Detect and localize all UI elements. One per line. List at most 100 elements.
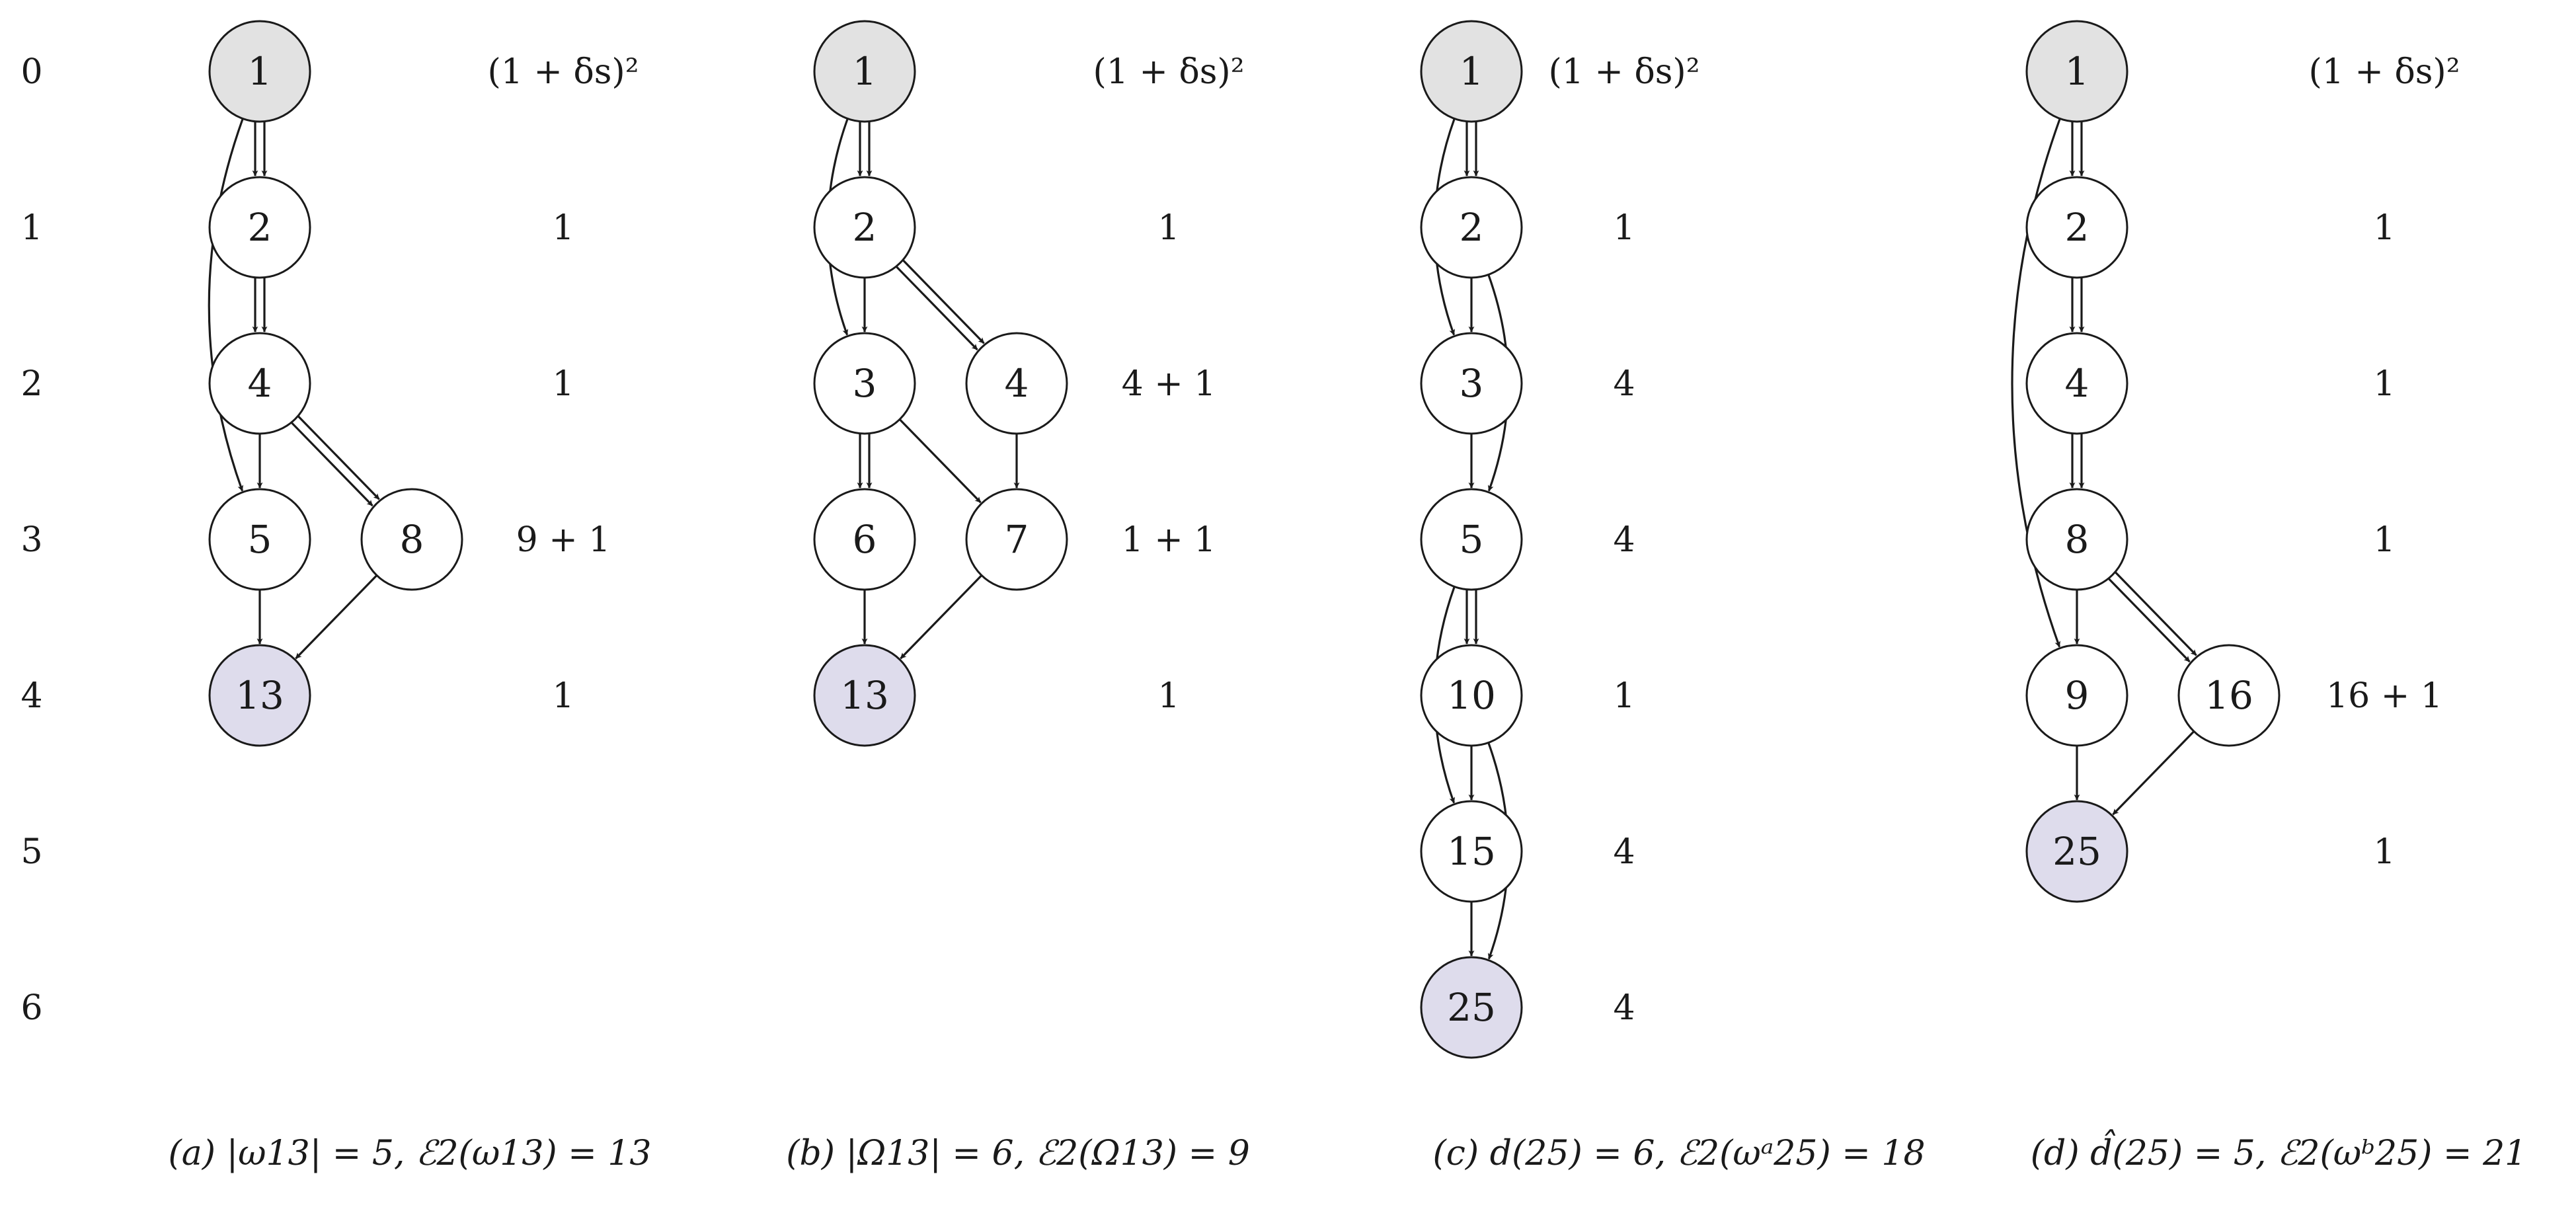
node-label: 13	[840, 673, 889, 718]
node-label: 5	[248, 517, 272, 562]
edge-4-8-1	[297, 415, 380, 500]
node-3: 3	[813, 332, 916, 435]
node-8: 8	[360, 488, 463, 591]
node-label: 2	[853, 205, 877, 250]
node-5: 5	[1420, 488, 1523, 591]
node-circle	[208, 332, 311, 435]
cost-label: 1	[1157, 208, 1179, 248]
row-label: 1	[20, 208, 42, 248]
edge-3-7	[898, 418, 982, 504]
node-1: 1	[208, 20, 311, 123]
node-circle	[965, 488, 1068, 591]
cost-label: (1 + δs)²	[1548, 52, 1699, 92]
node-label: 25	[1447, 985, 1496, 1030]
node-label: 25	[2052, 829, 2101, 874]
cost-label: (1 + δs)²	[2308, 52, 2460, 92]
nodes: 1 2 3 4 6 7 13	[813, 20, 1068, 747]
node-label: 15	[1447, 829, 1496, 874]
node-circle	[1420, 176, 1523, 279]
node-8: 8	[2025, 488, 2128, 591]
edge-1-9	[2011, 118, 2061, 648]
node-4: 4	[2025, 332, 2128, 435]
node-1: 1	[813, 20, 916, 123]
edge-8-16-2	[2107, 578, 2191, 663]
cost-label: 9 + 1	[516, 520, 611, 560]
node-circle	[208, 644, 311, 747]
row-label: 2	[20, 364, 42, 404]
node-circle	[2025, 488, 2128, 591]
node-circle	[2177, 644, 2281, 747]
caption-a: (a) |ω13| = 5, ℰ2(ω13) = 13	[168, 1134, 652, 1173]
node-circle	[208, 20, 311, 123]
cost-label: 1	[1157, 676, 1179, 716]
cost-label: 1	[2373, 364, 2395, 404]
row-label: 0	[20, 52, 42, 92]
node-label: 13	[235, 673, 284, 718]
row-label: 4	[20, 676, 42, 716]
node-label: 1	[248, 49, 272, 94]
node-25: 25	[1420, 956, 1523, 1059]
node-2: 2	[813, 176, 916, 279]
node-circle	[813, 20, 916, 123]
caption-c: (c) d(25) = 6, ℰ2(ωᵃ25) = 18	[1432, 1134, 1926, 1173]
cost-label: 4	[1613, 520, 1635, 560]
node-label: 6	[853, 517, 877, 562]
node-25: 25	[2025, 800, 2128, 903]
node-circle	[2025, 176, 2128, 279]
cost-label: 4	[1613, 832, 1635, 872]
cost-label: 4 + 1	[1122, 364, 1216, 404]
cost-label: 4	[1613, 364, 1635, 404]
edges	[826, 118, 1020, 660]
node-circle	[2025, 332, 2128, 435]
edge-1-5	[208, 118, 244, 492]
caption-b: (b) |Ω13| = 6, ℰ2(Ω13) = 9	[786, 1134, 1250, 1173]
node-label: 10	[1447, 673, 1496, 718]
node-9: 9	[2025, 644, 2128, 747]
node-label: 1	[853, 49, 877, 94]
node-circle	[813, 488, 916, 591]
node-label: 2	[2065, 205, 2089, 250]
node-label: 16	[2205, 673, 2253, 718]
node-label: 3	[853, 361, 877, 406]
node-circle	[1420, 488, 1523, 591]
node-2: 2	[2025, 176, 2128, 279]
edges	[208, 118, 380, 660]
cost-label: 1	[2373, 208, 2395, 248]
node-circle	[360, 488, 463, 591]
node-label: 1	[1460, 49, 1484, 94]
node-13: 13	[813, 644, 916, 747]
node-label: 4	[248, 361, 272, 406]
node-3: 3	[1420, 332, 1523, 435]
node-label: 2	[248, 205, 272, 250]
cost-label: 1	[1613, 208, 1635, 248]
node-circle	[2025, 20, 2128, 123]
node-13: 13	[208, 644, 311, 747]
row-label: 5	[20, 832, 42, 872]
node-circle	[813, 332, 916, 435]
node-circle	[208, 488, 311, 591]
edge-7-13	[900, 574, 983, 660]
node-15: 15	[1420, 800, 1523, 903]
cost-label: 16 + 1	[2326, 676, 2442, 716]
node-label: 7	[1005, 517, 1029, 562]
node-16: 16	[2177, 644, 2281, 747]
node-label: 3	[1460, 361, 1484, 406]
cost-label: 1	[1613, 676, 1635, 716]
node-4: 4	[965, 332, 1068, 435]
edge-8-16-1	[2114, 571, 2197, 656]
cost-label: 1	[2373, 520, 2395, 560]
edge-8-13	[295, 574, 378, 660]
node-label: 8	[400, 517, 424, 562]
node-7: 7	[965, 488, 1068, 591]
node-label: 5	[1460, 517, 1484, 562]
node-circle	[1420, 20, 1523, 123]
caption-d: (d) d̂(25) = 5, ℰ2(ωᵇ25) = 21	[2030, 1134, 2527, 1173]
